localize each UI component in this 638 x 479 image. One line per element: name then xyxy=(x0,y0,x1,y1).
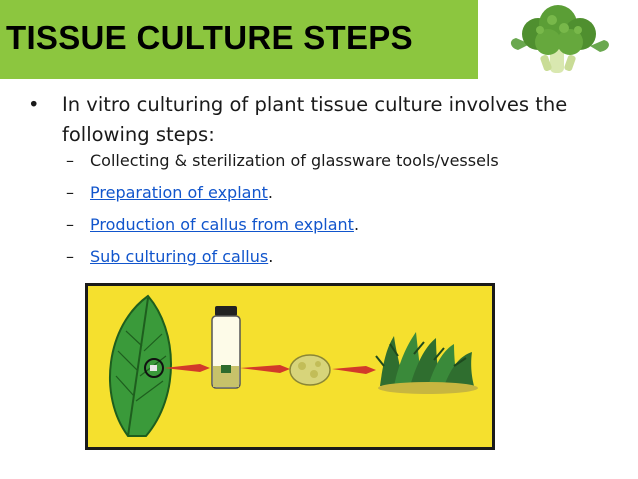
plantlet-cluster-icon xyxy=(375,332,478,394)
arrow-icon xyxy=(164,364,210,372)
bullet-dot: • xyxy=(28,93,40,116)
step-suffix: . xyxy=(267,183,273,202)
tissue-culture-diagram xyxy=(85,283,495,450)
dash: – xyxy=(66,183,74,202)
step-link[interactable]: Sub culturing of callus xyxy=(90,247,269,266)
arrow-icon xyxy=(240,365,290,373)
title-bar: TISSUE CULTURE STEPS xyxy=(0,0,478,79)
dash: – xyxy=(66,247,74,266)
step-suffix: . xyxy=(353,215,360,234)
dash: – xyxy=(66,215,74,234)
step-item: –Preparation of explant. xyxy=(66,183,273,202)
broccoli-icon xyxy=(510,5,609,73)
step-suffix: . xyxy=(268,247,274,266)
diagram-svg xyxy=(109,294,478,437)
leaf-icon xyxy=(109,294,172,437)
step-link[interactable]: Production of callus from explant xyxy=(90,215,354,234)
step-link[interactable]: Preparation of explant xyxy=(90,183,268,202)
page-title: TISSUE CULTURE STEPS xyxy=(6,19,413,56)
bullet-intro-text: In vitro culturing of plant tissue cultu… xyxy=(62,93,568,146)
arrow-icon xyxy=(332,366,376,374)
step-item: –Sub culturing of callus. xyxy=(66,247,273,266)
culture-jar-icon xyxy=(211,306,241,389)
callus-icon xyxy=(289,354,331,386)
step-item: –Production of callus from explant. xyxy=(66,215,359,234)
dash: – xyxy=(66,151,74,170)
step-item: –Collecting & sterilization of glassware… xyxy=(66,151,499,170)
step-text: Collecting & sterilization of glassware … xyxy=(90,151,499,170)
